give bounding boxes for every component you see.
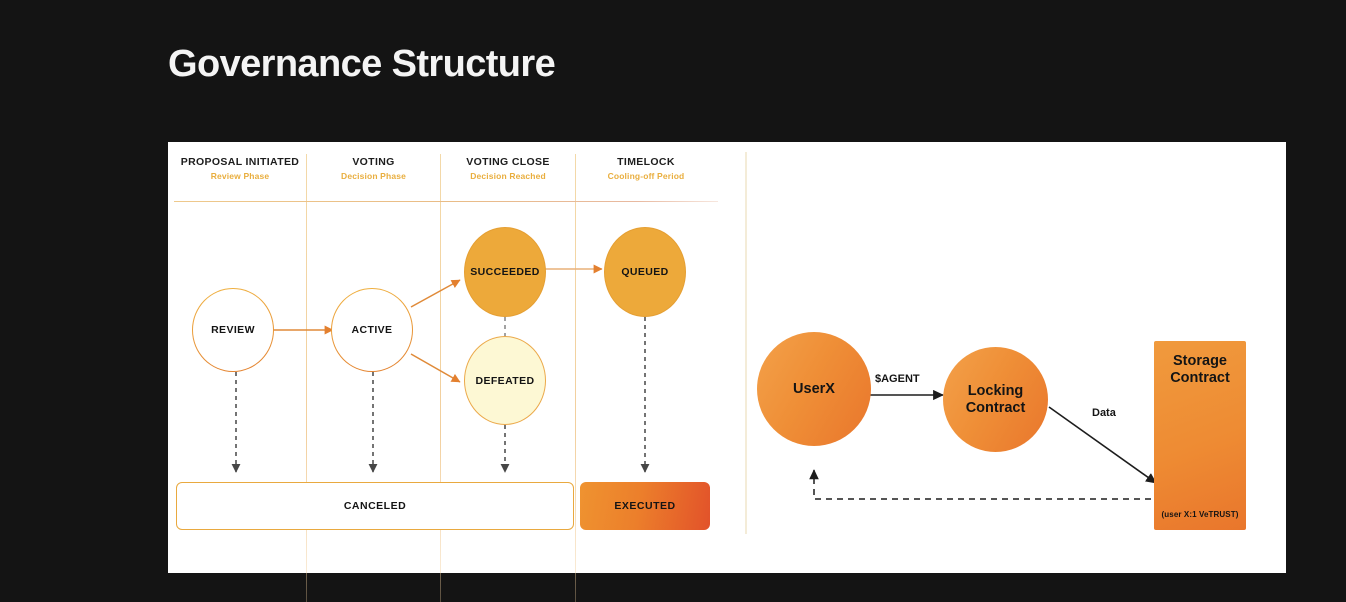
terminal-state-executed[interactable]: EXECUTED bbox=[580, 482, 710, 530]
edge-label-data: Data bbox=[1092, 407, 1116, 419]
page-title: Governance Structure bbox=[168, 43, 556, 85]
label-line-1: Storage bbox=[1173, 353, 1227, 369]
phase-subtitle: Cooling-off Period bbox=[607, 171, 685, 181]
terminal-state-label: EXECUTED bbox=[614, 500, 676, 512]
contract-node-locking-contract[interactable]: Locking Contract bbox=[943, 347, 1048, 452]
panel-divider bbox=[745, 152, 747, 534]
column-divider-1 bbox=[306, 154, 307, 602]
edge-active-to-succeeded bbox=[410, 279, 461, 308]
state-label: REVIEW bbox=[211, 324, 255, 336]
contract-node-label: UserX bbox=[793, 380, 835, 397]
phase-header-proposal-initiated: PROPOSAL INITIATED Review Phase bbox=[174, 156, 306, 181]
terminal-state-label: CANCELED bbox=[343, 500, 407, 512]
governance-flow-diagram: PROPOSAL INITIATED Review Phase VOTING D… bbox=[168, 142, 745, 602]
state-node-queued[interactable]: QUEUED bbox=[604, 227, 686, 317]
contract-node-userx[interactable]: UserX bbox=[757, 332, 871, 446]
column-divider-3 bbox=[575, 154, 576, 602]
label-line-2: Contract bbox=[965, 399, 1026, 416]
contract-flow-diagram: UserX Locking Contract Storage Contract … bbox=[747, 142, 1286, 573]
contract-node-storage-contract[interactable]: Storage Contract (user X:1 VeTRUST) bbox=[1154, 341, 1246, 530]
edge-storage-to-userx bbox=[809, 469, 1151, 500]
phase-subtitle: Decision Phase bbox=[341, 171, 406, 181]
header-rule bbox=[174, 201, 718, 202]
phase-header-voting: VOTING Decision Phase bbox=[308, 156, 439, 181]
state-node-review[interactable]: REVIEW bbox=[192, 288, 274, 372]
phase-subtitle: Decision Reached bbox=[470, 171, 546, 181]
edge-active-to-defeated bbox=[410, 353, 461, 383]
state-node-succeeded[interactable]: SUCCEEDED bbox=[464, 227, 546, 317]
phase-title: VOTING bbox=[352, 156, 395, 168]
phase-header-voting-close: VOTING CLOSE Decision Reached bbox=[442, 156, 574, 181]
state-node-defeated[interactable]: DEFEATED bbox=[464, 336, 546, 425]
state-label: QUEUED bbox=[621, 266, 669, 278]
contract-node-label: Locking Contract bbox=[966, 383, 1026, 415]
phase-title: TIMELOCK bbox=[617, 156, 675, 168]
state-label: DEFEATED bbox=[475, 374, 535, 387]
edge-label-agent: $AGENT bbox=[875, 373, 920, 385]
terminal-state-canceled[interactable]: CANCELED bbox=[176, 482, 574, 530]
state-label: SUCCEEDED bbox=[470, 266, 540, 278]
label-line-1: Locking bbox=[967, 383, 1024, 400]
state-label: ACTIVE bbox=[351, 324, 393, 336]
phase-header-timelock: TIMELOCK Cooling-off Period bbox=[577, 156, 715, 181]
phase-title: PROPOSAL INITIATED bbox=[180, 156, 300, 168]
storage-contract-note: (user X:1 VeTRUST) bbox=[1161, 510, 1239, 519]
column-divider-2 bbox=[440, 154, 441, 602]
diagram-card: PROPOSAL INITIATED Review Phase VOTING D… bbox=[168, 142, 1286, 602]
storage-contract-title: Storage Contract bbox=[1154, 353, 1246, 387]
phase-subtitle: Review Phase bbox=[210, 171, 270, 181]
label-line-2: Contract bbox=[1170, 370, 1230, 387]
phase-title: VOTING CLOSE bbox=[466, 156, 550, 168]
state-node-active[interactable]: ACTIVE bbox=[331, 288, 413, 372]
